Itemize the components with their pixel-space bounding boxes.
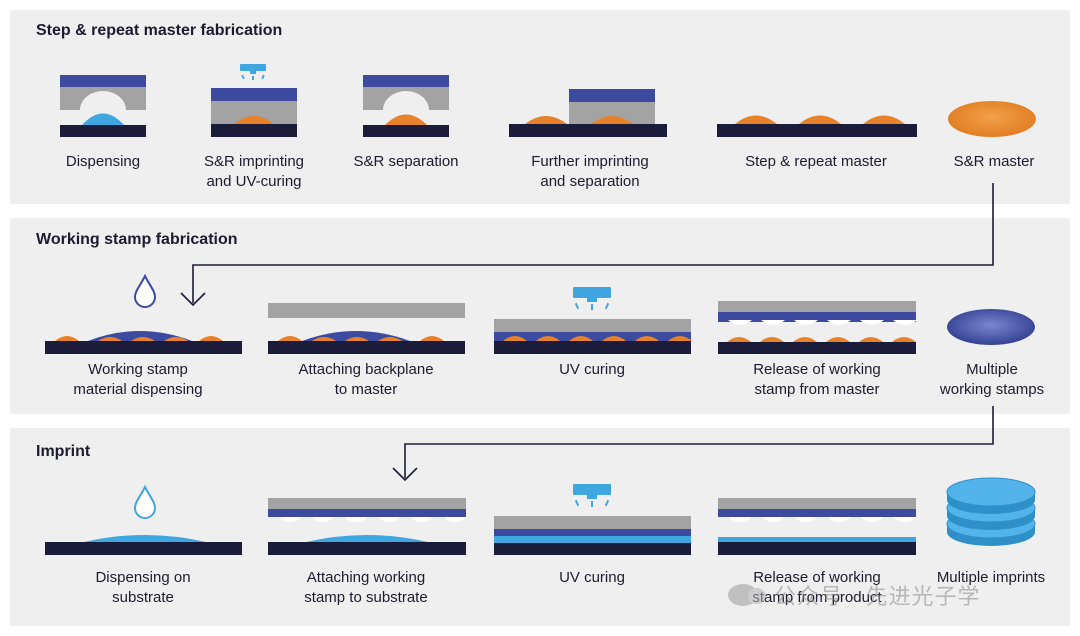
art-attaching-backplane	[268, 303, 465, 354]
uv-lamp-icon	[573, 287, 611, 310]
step-caption: S&R master	[953, 153, 1035, 170]
section-title: Working stamp fabrication	[36, 231, 238, 248]
wechat-logo-icon	[728, 584, 766, 606]
working-stamp-disc	[947, 309, 1035, 345]
art-uv-curing-2	[494, 287, 692, 354]
droplet-icon	[133, 273, 157, 308]
watermark: 公众号 · 先进光子学	[728, 578, 1058, 612]
uv-lamp-icon	[573, 484, 611, 507]
watermark-text: 公众号 · 先进光子学	[774, 584, 981, 609]
art-step-repeat-master	[717, 115, 917, 137]
step-caption: Dispensing	[65, 153, 141, 170]
step-caption: Step & repeat master	[745, 153, 887, 170]
step-caption: UV curing	[559, 361, 625, 378]
art-sr-separation	[363, 75, 449, 137]
art-dispensing-substrate	[45, 484, 242, 555]
art-sr-imprinting	[211, 64, 297, 137]
art-uv-curing-3	[494, 484, 692, 555]
uv-lamp-icon	[240, 64, 266, 80]
section-step-repeat-master	[10, 10, 1070, 204]
art-release-from-product	[718, 498, 917, 555]
art-release-from-master	[718, 301, 917, 354]
section-title: Imprint	[36, 443, 91, 460]
flow-arrow-2	[404, 406, 994, 478]
flow-arrow-1	[192, 183, 994, 303]
imprints-stack	[946, 477, 1036, 546]
step-caption: S&R separation	[353, 153, 459, 170]
droplet-icon	[133, 484, 157, 519]
step-caption: Multiple imprints	[936, 569, 1046, 586]
art-ws-dispensing	[45, 273, 242, 354]
art-further-imprinting	[509, 89, 667, 137]
art-attaching-stamp	[268, 498, 467, 555]
art-dispensing-1	[60, 75, 146, 137]
section-title: Step & repeat master fabrication	[36, 22, 283, 39]
step-caption: UV curing	[559, 569, 625, 586]
sr-master-disc	[948, 101, 1036, 137]
